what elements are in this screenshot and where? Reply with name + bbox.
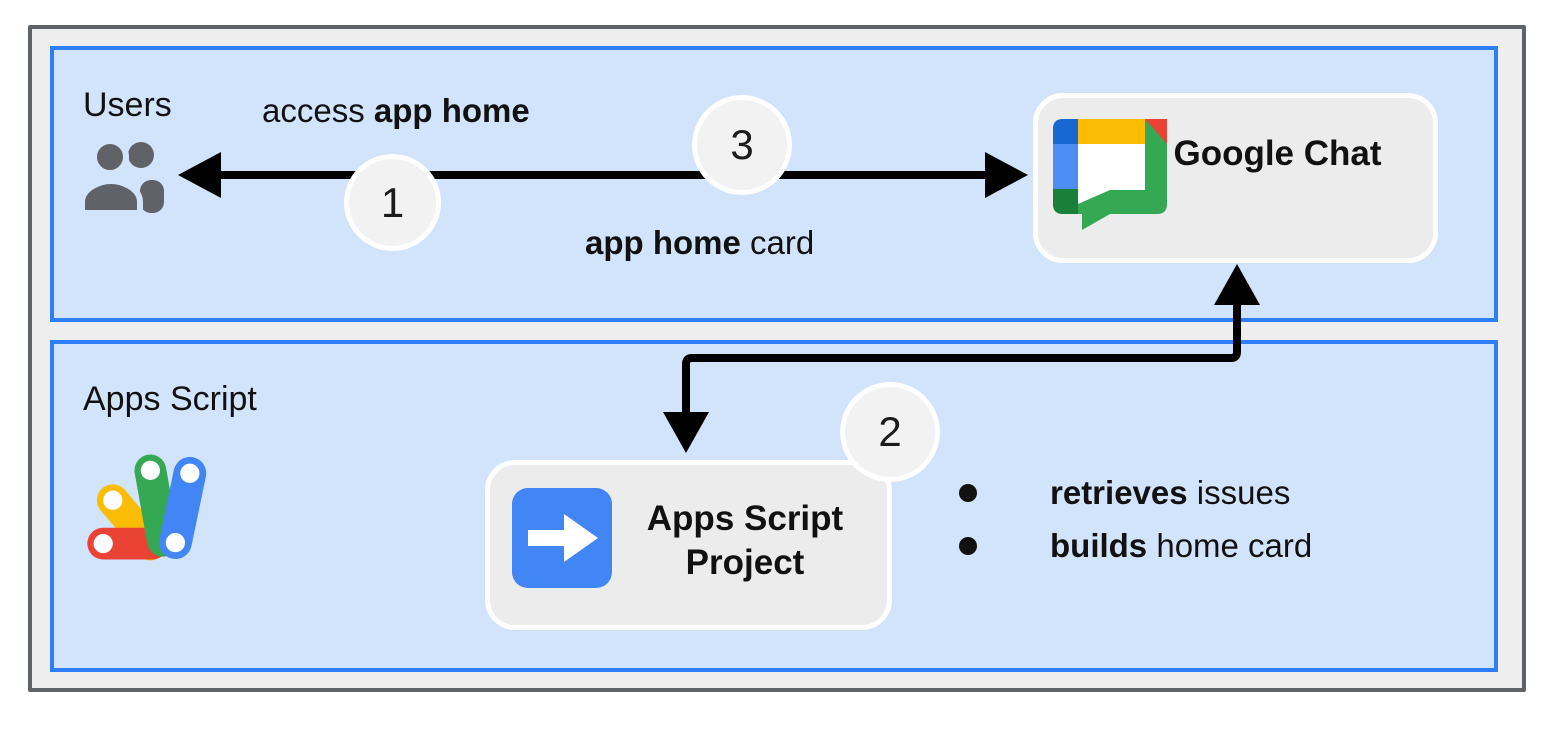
app-home-card-label: app home card <box>585 224 814 262</box>
bullet-item-retrieves: retrieves issues <box>959 474 1290 512</box>
apps-script-section-label: Apps Script <box>83 380 257 418</box>
users-section-label: Users <box>83 86 172 124</box>
arrow-right-icon <box>512 488 612 588</box>
bullet-bold-word: retrieves <box>1050 474 1188 511</box>
card-label-suffix: card <box>740 224 815 261</box>
access-label-bold: app home <box>373 92 530 129</box>
step-badge-1: 1 <box>344 154 441 251</box>
step-badge-3: 3 <box>692 95 792 195</box>
step-number: 2 <box>878 408 902 455</box>
step-number: 3 <box>730 121 754 168</box>
users-icon <box>79 140 164 214</box>
step-number: 1 <box>380 178 405 226</box>
bullet-bold-word: builds <box>1050 527 1148 564</box>
bullet-text: retrieves issues <box>1050 474 1290 512</box>
apps-script-logo <box>87 454 207 561</box>
google-chat-node-label: Google Chat <box>1173 134 1382 173</box>
access-app-home-label: access app home <box>262 92 530 130</box>
bullet-rest: home card <box>1147 527 1313 564</box>
bullet-item-builds: builds home card <box>959 527 1312 565</box>
bullet-dot <box>959 484 977 502</box>
step-badge-2: 2 <box>840 382 940 482</box>
card-label-bold: app home <box>585 224 741 261</box>
google-chat-logo <box>1053 119 1167 230</box>
bullet-text: builds home card <box>1050 527 1312 565</box>
apps-script-project-node-label: Apps Script Project <box>646 499 844 582</box>
access-label-prefix: access <box>262 92 374 129</box>
bullet-rest: issues <box>1187 474 1291 511</box>
bullet-dot <box>959 537 977 555</box>
